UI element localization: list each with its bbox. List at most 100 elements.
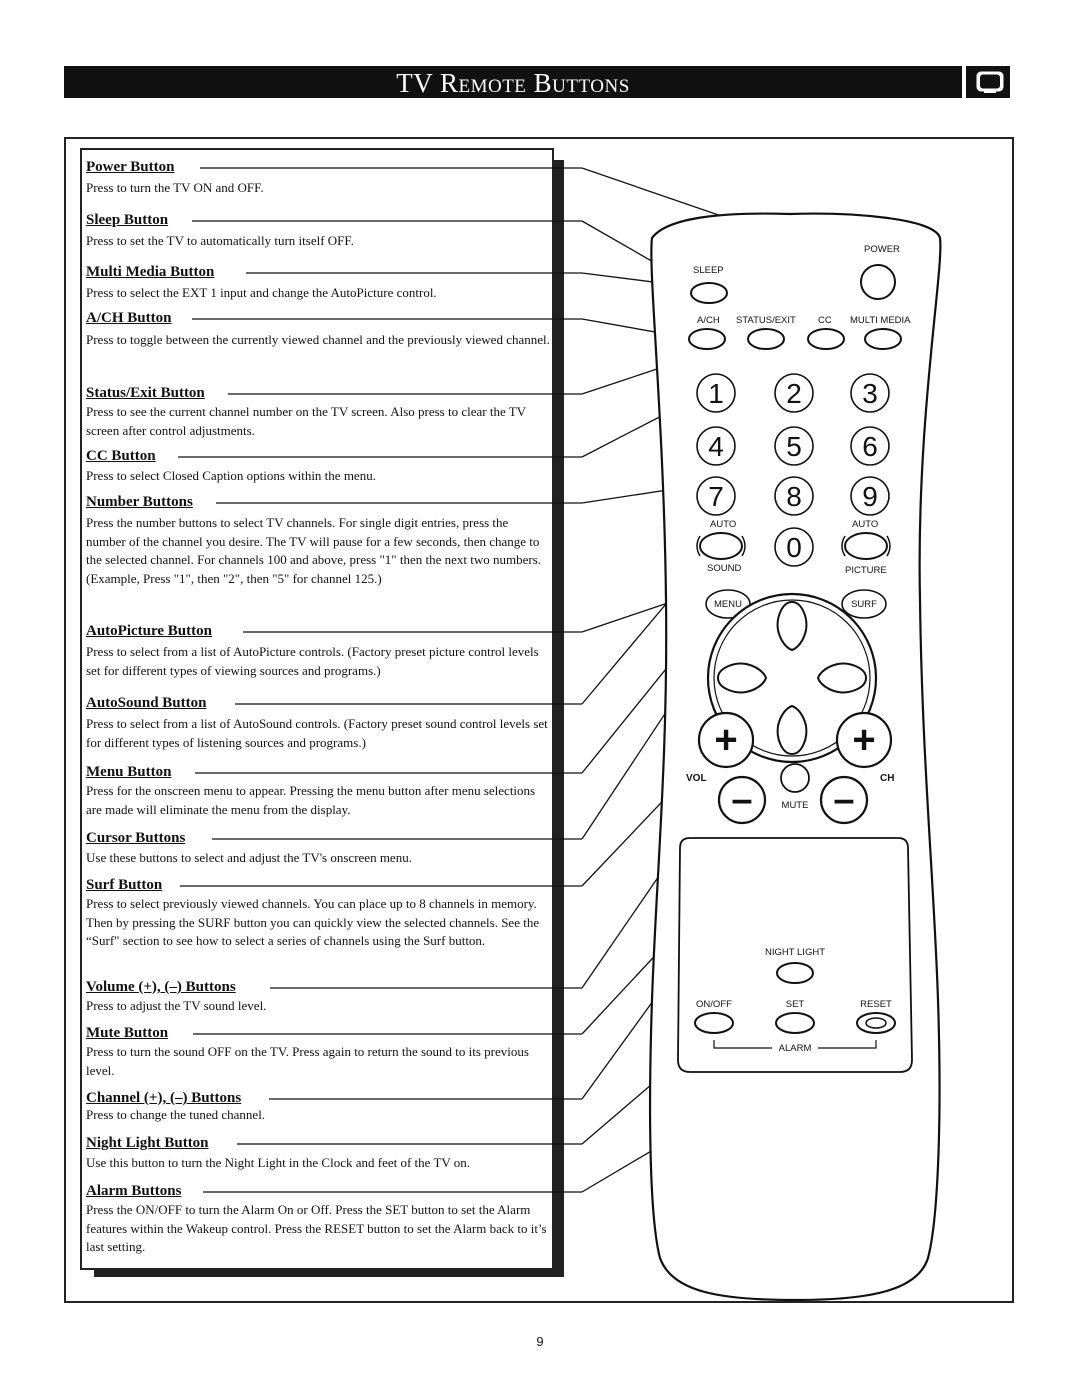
entry-desc-sleep: Press to set the TV to automatically tur… bbox=[86, 233, 354, 248]
entry-desc-channel: Press to change the tuned channel. bbox=[86, 1107, 266, 1122]
entry-title-nightlight: Night Light Button bbox=[86, 1135, 215, 1152]
number-6-button[interactable] bbox=[850, 426, 890, 466]
entry-title-channel: Channel (+), (–) Buttons bbox=[86, 1090, 248, 1107]
set-label: SET bbox=[786, 999, 805, 1010]
entry-title-autopicture: AutoPicture Button bbox=[86, 623, 218, 640]
number-pad: 1 2 3 4 5 6 7 8 9 0 bbox=[696, 373, 890, 567]
number-4-button[interactable] bbox=[696, 426, 736, 466]
alarm-panel bbox=[677, 837, 913, 1073]
sound-label: SOUND bbox=[707, 563, 741, 574]
alarm-bracket-right bbox=[818, 1040, 877, 1049]
surf-label: SURF bbox=[851, 599, 877, 610]
entry-title-power: Power Button bbox=[86, 159, 181, 176]
number-3-label: 3 bbox=[862, 378, 878, 409]
number-7-button[interactable] bbox=[696, 476, 736, 516]
volume-down-symbol: – bbox=[731, 779, 752, 821]
ach-label: A/CH bbox=[697, 315, 720, 326]
title-bar: TV Remote Buttons bbox=[64, 66, 962, 98]
night-light-button[interactable] bbox=[776, 962, 814, 984]
vol-label: VOL bbox=[686, 773, 707, 784]
number-7-label: 7 bbox=[708, 481, 724, 512]
cursor-right-button[interactable] bbox=[816, 662, 868, 694]
cursor-left-button[interactable] bbox=[716, 662, 768, 694]
entry-title-cursor: Cursor Buttons bbox=[86, 830, 192, 847]
entry-desc-ach: Press to toggle between the currently vi… bbox=[86, 332, 550, 347]
page-number: 9 bbox=[536, 1334, 544, 1349]
entry-title-alarm: Alarm Buttons bbox=[86, 1183, 188, 1200]
power-button[interactable] bbox=[860, 264, 896, 300]
surf-button[interactable] bbox=[841, 589, 887, 619]
autosound-sound-waves bbox=[696, 535, 746, 557]
entry-desc-surf: Press to select previously viewed channe… bbox=[86, 896, 540, 948]
entry-desc-menu: Press for the onscreen menu to appear. P… bbox=[86, 783, 536, 817]
alarm-on-off-button[interactable] bbox=[694, 1012, 734, 1034]
entry-desc-power: Press to turn the TV ON and OFF. bbox=[86, 180, 264, 195]
power-label: POWER bbox=[864, 244, 900, 255]
volume-down-button[interactable] bbox=[717, 775, 767, 825]
number-1-button[interactable] bbox=[696, 373, 736, 413]
entry-title-cc: CC Button bbox=[86, 448, 162, 465]
cc-button[interactable] bbox=[807, 328, 845, 350]
number-1-label: 1 bbox=[708, 378, 724, 409]
reset-label: RESET bbox=[860, 999, 892, 1010]
cursor-up-button[interactable] bbox=[776, 600, 808, 652]
number-3-button[interactable] bbox=[850, 373, 890, 413]
number-9-button[interactable] bbox=[850, 476, 890, 516]
number-0-button[interactable] bbox=[774, 527, 814, 567]
mute-label: MUTE bbox=[782, 800, 809, 811]
number-8-button[interactable] bbox=[774, 476, 814, 516]
on-off-label: ON/OFF bbox=[696, 999, 732, 1010]
channel-down-button[interactable] bbox=[819, 775, 869, 825]
number-6-label: 6 bbox=[862, 431, 878, 462]
night-light-label: NIGHT LIGHT bbox=[765, 947, 825, 958]
status-exit-label: STATUS/EXIT bbox=[736, 315, 796, 326]
entry-desc-cursor: Use these buttons to select and adjust t… bbox=[86, 850, 412, 865]
entry-title-number: Number Buttons bbox=[86, 494, 199, 511]
volume-up-button[interactable] bbox=[697, 711, 755, 769]
entry-title-autosound: AutoSound Button bbox=[86, 695, 213, 712]
sleep-button[interactable] bbox=[690, 282, 728, 304]
number-5-button[interactable] bbox=[774, 426, 814, 466]
cc-label: CC bbox=[818, 315, 832, 326]
entry-desc-number: Press the number buttons to select TV ch… bbox=[86, 515, 542, 586]
alarm-bracket-left bbox=[713, 1040, 772, 1049]
number-2-label: 2 bbox=[786, 378, 802, 409]
picture-label: PICTURE bbox=[845, 565, 887, 576]
entry-title-surf: Surf Button bbox=[86, 877, 169, 894]
cursor-down-button[interactable] bbox=[776, 704, 808, 756]
ach-button[interactable] bbox=[688, 328, 726, 350]
autosound-button[interactable] bbox=[699, 532, 743, 560]
alarm-reset-button[interactable] bbox=[856, 1012, 896, 1034]
entry-title-mute: Mute Button bbox=[86, 1025, 175, 1042]
page-title: TV Remote Buttons bbox=[396, 68, 630, 98]
entry-desc-autosound: Press to select from a list of AutoSound… bbox=[86, 716, 548, 750]
alarm-set-button[interactable] bbox=[775, 1012, 815, 1034]
tv-icon bbox=[976, 71, 1004, 93]
autopicture-button[interactable] bbox=[844, 532, 888, 560]
entry-desc-autopicture: Press to select from a list of AutoPictu… bbox=[86, 644, 539, 678]
status-exit-button[interactable] bbox=[747, 328, 785, 350]
entry-desc-alarm: Press the ON/OFF to turn the Alarm On or… bbox=[86, 1202, 547, 1254]
entry-title-menu: Menu Button bbox=[86, 764, 178, 781]
entry-desc-mute: Press to turn the sound OFF on the TV. P… bbox=[86, 1044, 529, 1078]
multi-media-label: MULTI MEDIA bbox=[850, 315, 911, 326]
channel-up-button[interactable] bbox=[835, 711, 893, 769]
content-frame bbox=[64, 137, 1014, 1303]
auto-sound-top-label: AUTO bbox=[710, 519, 736, 530]
number-8-label: 8 bbox=[786, 481, 802, 512]
multi-media-button[interactable] bbox=[864, 328, 902, 350]
entry-title-status: Status/Exit Button bbox=[86, 385, 211, 402]
number-5-label: 5 bbox=[786, 431, 802, 462]
auto-picture-top-label: AUTO bbox=[852, 519, 878, 530]
alarm-label: ALARM bbox=[779, 1043, 812, 1054]
entry-desc-cc: Press to select Closed Caption options w… bbox=[86, 468, 376, 483]
entry-desc-status: Press to see the current channel number … bbox=[86, 404, 526, 438]
volume-up-symbol: + bbox=[714, 718, 737, 762]
sleep-label: SLEEP bbox=[693, 265, 724, 276]
entry-title-volume: Volume (+), (–) Buttons bbox=[86, 979, 242, 996]
menu-label: MENU bbox=[714, 599, 742, 610]
number-0-label: 0 bbox=[786, 532, 802, 563]
number-2-button[interactable] bbox=[774, 373, 814, 413]
mute-button[interactable] bbox=[780, 763, 810, 793]
